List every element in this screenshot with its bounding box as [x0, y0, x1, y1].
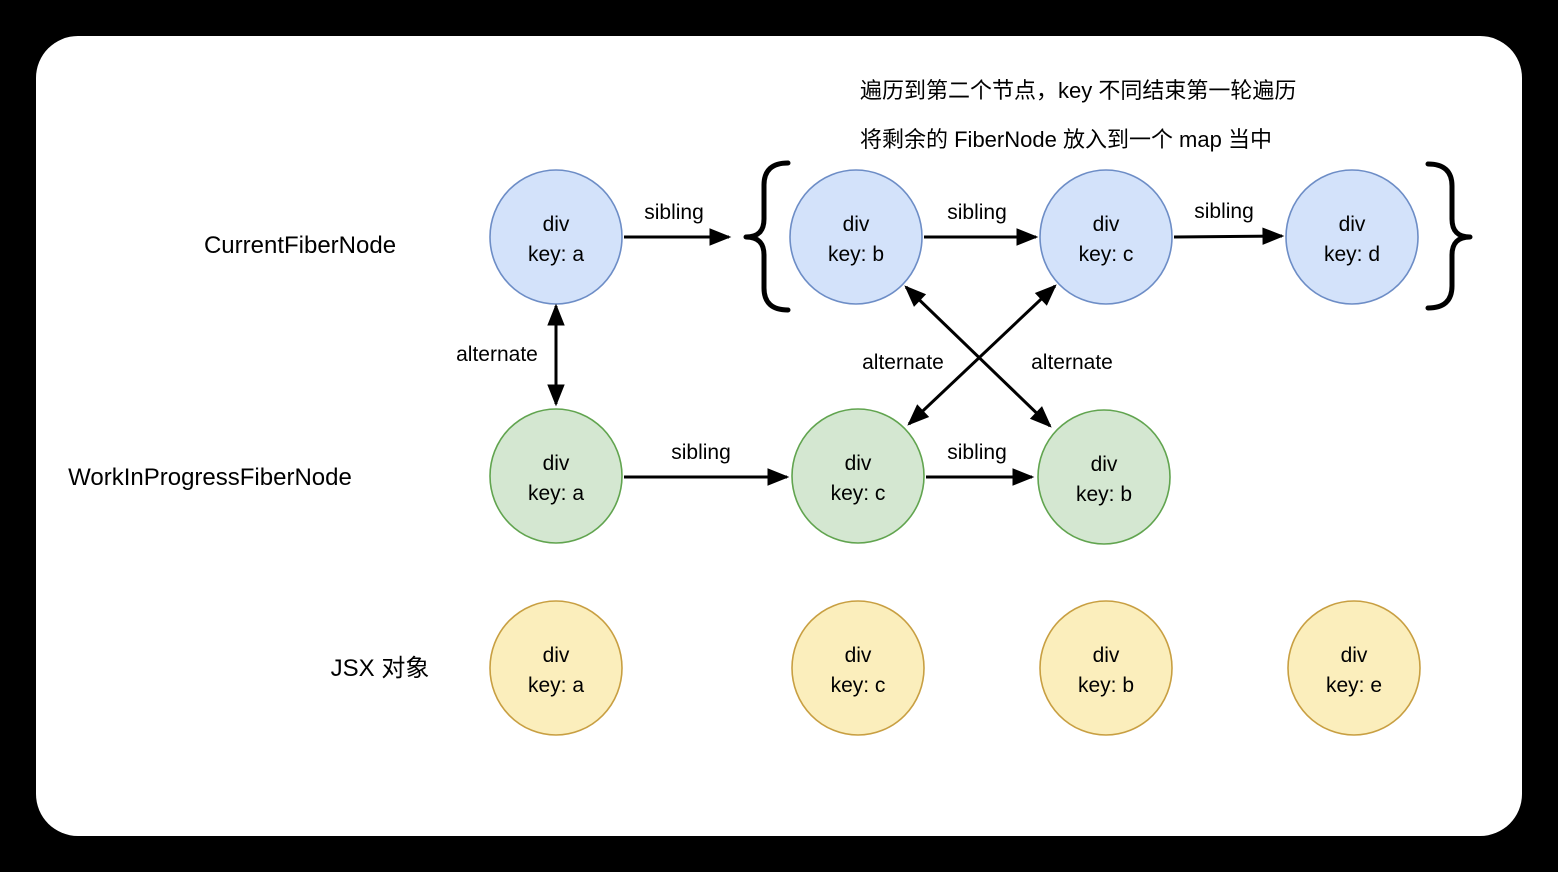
node-label-line: key: c — [831, 482, 886, 505]
edge-label-sibling-wip-a-to-c: sibling — [671, 441, 731, 464]
node-label-line: div — [843, 213, 870, 236]
node-label-line: div — [1093, 644, 1120, 667]
node-circle — [1039, 169, 1173, 305]
fiber-node-jsx-b: div key: b — [1039, 600, 1173, 736]
edge-label-alternate-current-c-wip-c: alternate — [1031, 351, 1113, 374]
node-circle — [1287, 600, 1421, 736]
edge-label-sibling-current-c-to-d: sibling — [1194, 200, 1254, 223]
diagram-canvas — [36, 36, 1522, 836]
node-circle — [791, 408, 925, 544]
node-label-line: div — [1093, 213, 1120, 236]
node-label-line: key: c — [831, 674, 886, 697]
node-label-line: div — [1339, 213, 1366, 236]
fiber-node-current-fiber-d: div key: d — [1285, 169, 1419, 305]
nodes-layer: div key: a div key: b div key: c div key: d div k… — [489, 169, 1421, 736]
fiber-node-wip-fiber-a: div key: a — [489, 408, 623, 544]
node-label-line: key: a — [528, 243, 584, 266]
note-line-2: 将剩余的 FiberNode 放入到一个 map 当中 — [860, 127, 1272, 152]
node-label-line: key: b — [1076, 483, 1132, 506]
edge-label-sibling-wip-c-to-b: sibling — [947, 441, 1007, 464]
row-label-work-in-progress-fiber-node: WorkInProgressFiberNode — [68, 464, 352, 491]
fiber-node-wip-fiber-c: div key: c — [791, 408, 925, 544]
fiber-node-current-fiber-b: div key: b — [789, 169, 923, 305]
node-circle — [791, 600, 925, 736]
edges-layer — [547, 227, 1285, 486]
node-label-line: div — [1091, 453, 1118, 476]
braces-layer — [743, 160, 1473, 313]
fiber-node-jsx-e: div key: e — [1287, 600, 1421, 736]
node-circle — [489, 600, 623, 736]
node-circle — [1039, 600, 1173, 736]
row-label-current-fiber-node: CurrentFiberNode — [204, 232, 396, 259]
node-circle — [1285, 169, 1419, 305]
node-circle — [789, 169, 923, 305]
node-label-line: key: d — [1324, 243, 1380, 266]
node-label-line: div — [543, 213, 570, 236]
row-label-jsx-object: JSX 对象 — [331, 655, 430, 682]
node-label-line: div — [1341, 644, 1368, 667]
node-label-line: key: a — [528, 674, 584, 697]
edge-label-sibling-current-a-to-group: sibling — [644, 201, 704, 224]
node-label-line: div — [543, 644, 570, 667]
node-circle — [1037, 409, 1171, 545]
node-label-line: key: a — [528, 482, 584, 505]
brace-right — [1425, 161, 1473, 311]
edge-label-alternate-current-a-wip-a: alternate — [456, 343, 538, 366]
note-line-1: 遍历到第二个节点，key 不同结束第一轮遍历 — [860, 78, 1296, 103]
node-label-line: div — [845, 644, 872, 667]
text-layer: sibling sibling sibling alternate alternate a… — [68, 78, 1296, 682]
node-circle — [489, 169, 623, 305]
fiber-node-current-fiber-a: div key: a — [489, 169, 623, 305]
node-label-line: key: b — [828, 243, 884, 266]
fiber-node-wip-fiber-b: div key: b — [1037, 409, 1171, 545]
node-label-line: div — [845, 452, 872, 475]
node-label-line: key: e — [1326, 674, 1382, 697]
fiber-node-jsx-c: div key: c — [791, 600, 925, 736]
edge-label-alternate-current-b-wip-b: alternate — [862, 351, 944, 374]
fiber-node-jsx-a: div key: a — [489, 600, 623, 736]
edge-alternate-current-c-wip-c — [907, 284, 1057, 426]
node-label-line: key: c — [1079, 243, 1134, 266]
node-circle — [489, 408, 623, 544]
node-label-line: key: b — [1078, 674, 1134, 697]
edge-label-sibling-current-b-to-c: sibling — [947, 201, 1007, 224]
brace-left — [743, 160, 791, 313]
edge-sibling-current-c-to-d — [1173, 227, 1285, 245]
fiber-node-current-fiber-c: div key: c — [1039, 169, 1173, 305]
node-label-line: div — [543, 452, 570, 475]
